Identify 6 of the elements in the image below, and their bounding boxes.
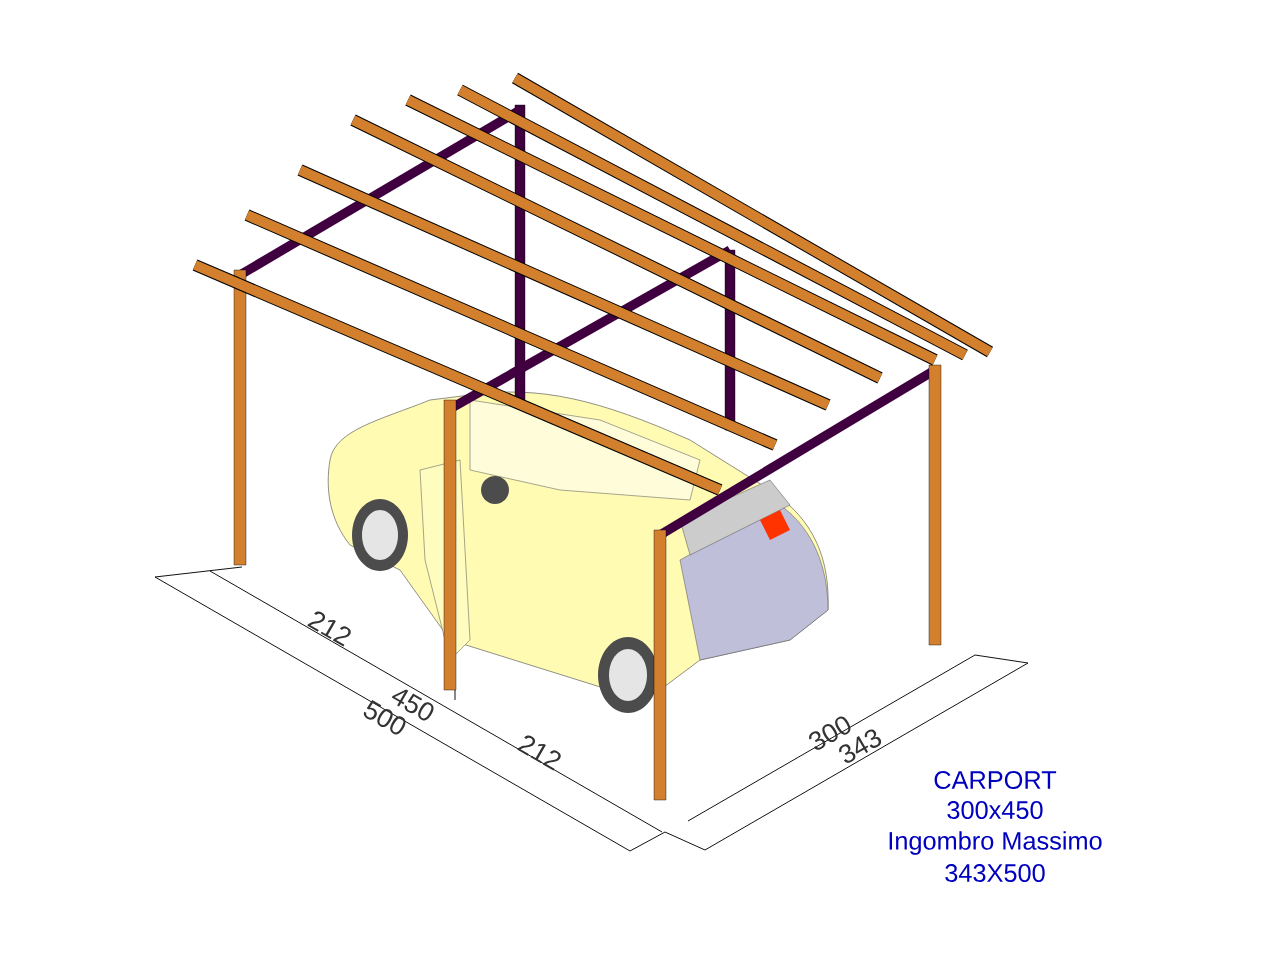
note-text: 343X500 xyxy=(945,864,1045,882)
note-text: 300x450 xyxy=(947,801,1043,819)
note-text: CARPORT xyxy=(934,771,1057,789)
note-text: Ingombro Massimo xyxy=(889,831,1102,855)
dimension-label: 212 xyxy=(307,611,351,647)
dimension-label: 212 xyxy=(517,735,561,771)
